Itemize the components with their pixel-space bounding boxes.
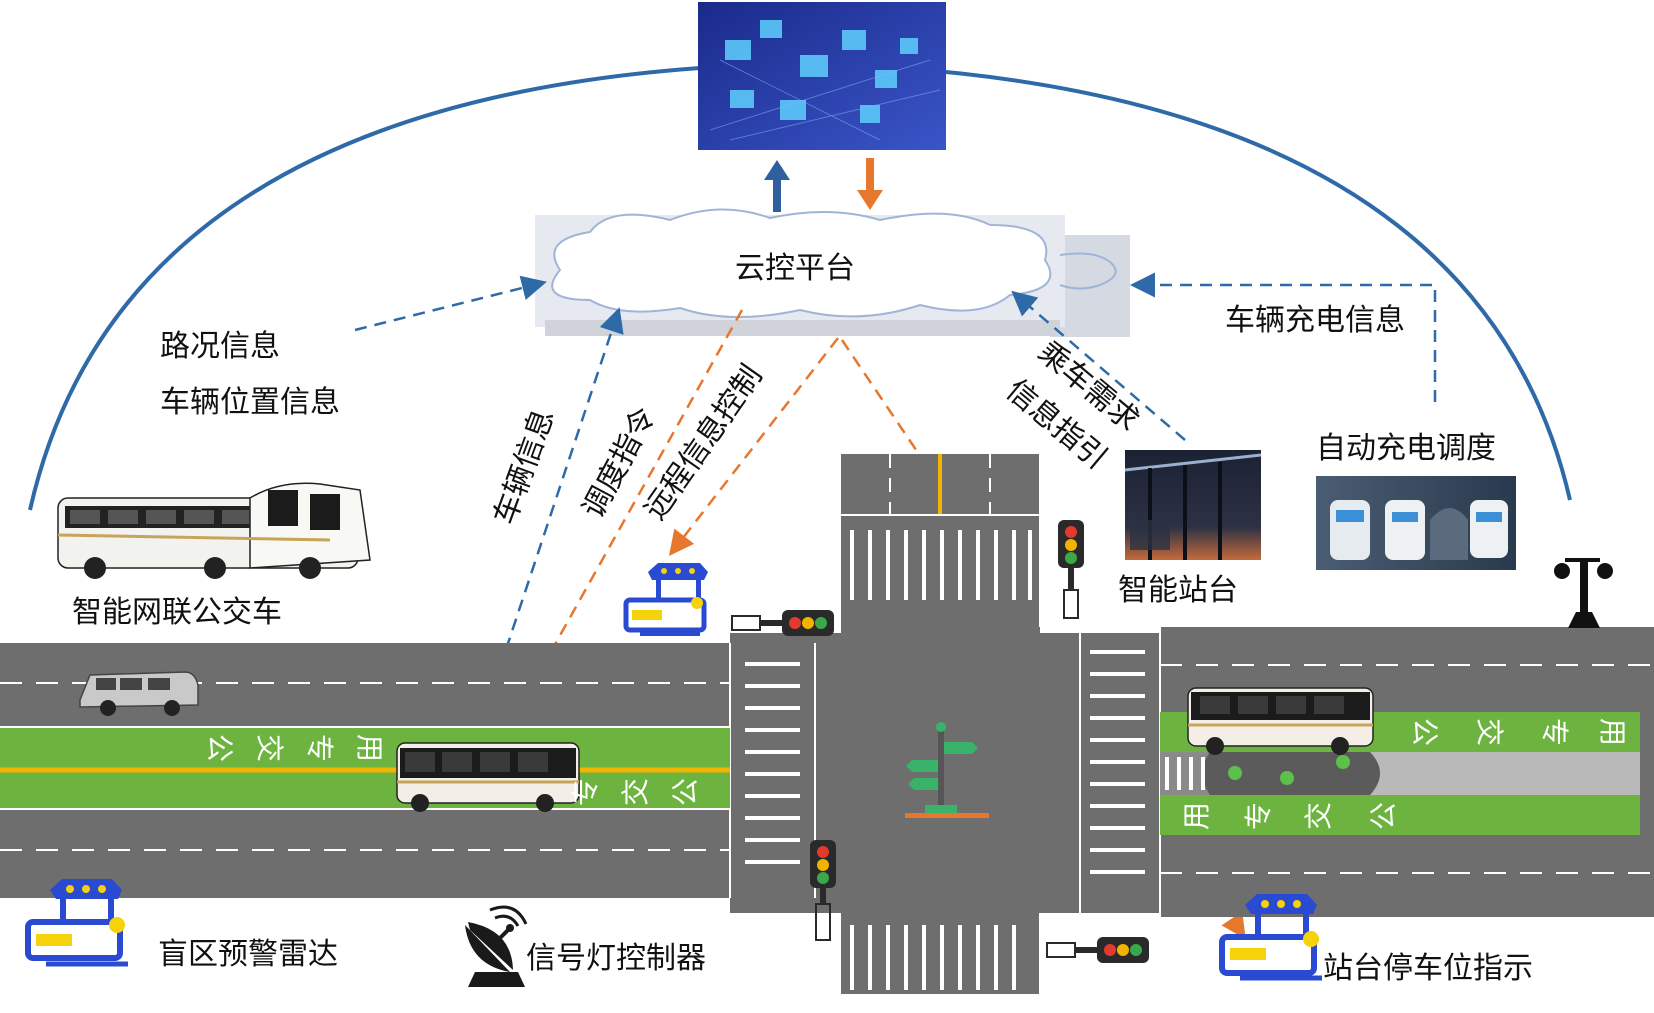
charging-robot-photo [1316, 476, 1516, 570]
cloud-platform [535, 208, 1130, 337]
traffic-light-icon-west [731, 610, 834, 636]
van-icon [79, 671, 199, 716]
download-arrow [857, 158, 883, 210]
traffic-light-icon-east [1046, 937, 1149, 963]
flow-road-info [354, 275, 547, 332]
lane-text-right-top-3: 专 [1538, 717, 1572, 747]
signal-controller-label: 信号灯控制器 [526, 941, 706, 976]
traffic-light-icon-south [810, 840, 836, 941]
bus-icon [396, 742, 580, 812]
vehicle-position-label: 车辆位置信息 [160, 385, 340, 420]
road-info-label: 路况信息 [160, 329, 280, 364]
charging-info-label: 车辆充电信息 [1225, 303, 1405, 338]
blind-radar-label: 盲区预警雷达 [158, 937, 338, 972]
network-arc [28, 66, 1572, 511]
lane-text-right-top-4: 用 [1596, 717, 1630, 747]
upload-arrow [764, 160, 790, 212]
lane-text-left-top-2: 交 [253, 733, 287, 763]
flow-passenger-info [1011, 290, 1186, 441]
smart-station-label: 智能站台 [1118, 573, 1238, 608]
bus-icon-right [1187, 687, 1374, 755]
stop-guide-label: 站台停车位指示 [1323, 951, 1533, 986]
auto-charging-label: 自动充电调度 [1316, 431, 1496, 466]
flow-remote-control [668, 337, 839, 556]
station-photo [1124, 450, 1262, 560]
road-network [0, 454, 1654, 994]
cloud-title: 云控平台 [735, 251, 855, 286]
lane-text-left-bottom-1: 公 [669, 777, 703, 807]
lane-text-left-top-1: 公 [203, 733, 237, 763]
lane-text-left-top-4: 用 [353, 733, 387, 763]
radar-icon-stop [1219, 894, 1322, 981]
lane-text-right-bottom-4: 用 [1180, 801, 1214, 831]
server-cloud-image [698, 2, 946, 150]
lane-text-right-bottom-1: 公 [1367, 801, 1401, 831]
traffic-light-icon-north [1058, 520, 1084, 619]
lane-text-left-bottom-3: 专 [569, 777, 603, 807]
signpost-icon [905, 722, 989, 818]
lane-text-right-bottom-3: 专 [1242, 801, 1276, 831]
lane-text-left-top-3: 专 [303, 733, 337, 763]
lane-text-right-top-1: 公 [1408, 717, 1442, 747]
radar-icon-top [623, 563, 708, 636]
smart-bus-label: 智能网联公交车 [72, 595, 282, 630]
satellite-dish-icon [465, 905, 528, 987]
bus-fleet-icon [57, 482, 371, 579]
lane-text-left-bottom-2: 交 [619, 777, 653, 807]
radar-icon-legend [25, 879, 128, 967]
street-lamp-icon [1554, 558, 1613, 628]
lane-text-right-bottom-2: 交 [1302, 801, 1336, 831]
lane-text-right-top-2: 交 [1473, 717, 1507, 747]
